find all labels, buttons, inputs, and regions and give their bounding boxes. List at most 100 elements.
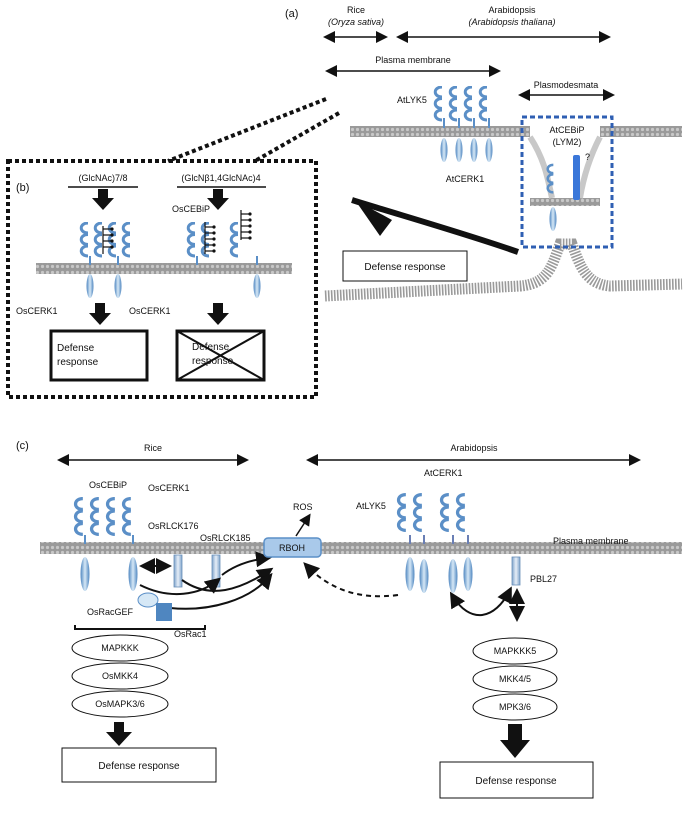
defense-b-right-line2: response [192, 356, 234, 367]
defense-response-a: Defense response [364, 262, 446, 273]
oscebip-label-b: OsCEBiP [172, 204, 210, 214]
defense-response-c-left: Defense response [98, 761, 180, 772]
arab-cascade-label: MKK4/5 [499, 674, 531, 684]
arab-cascade-node [472, 665, 558, 693]
membrane-b [36, 263, 292, 274]
atlyk5-label-a: AtLYK5 [397, 95, 427, 105]
unknown-protein [573, 155, 580, 200]
atcebip-label: AtCEBiP [549, 125, 584, 135]
membrane-c [40, 542, 682, 554]
atcerk1-label-c: AtCERK1 [424, 468, 463, 478]
panel-a: (a) Rice (Oryza sativa) Arabidopsis (Ara… [167, 5, 683, 302]
osracgef-label: OsRacGEF [87, 607, 134, 617]
osrac1-label: OsRac1 [174, 629, 207, 639]
arrow-down-b3 [89, 303, 111, 325]
rice-cascade-node [71, 690, 169, 718]
rice-title: Rice [347, 5, 365, 15]
arrow-down-rice-defense [106, 722, 132, 746]
arabidopsis-mapk-cascade: MAPKKK5 MKK4/5 MPK3/6 [472, 637, 558, 721]
osracgef-protein [137, 592, 159, 608]
membrane-lower [324, 238, 683, 302]
ligand-glcnac-label: (GlcNAc)7/8 [78, 173, 127, 183]
rice-cascade-label: OsMKK4 [102, 671, 138, 681]
panel-b: (b) (GlcNAc)7/8 (GlcNβ1,4GlcNAc)4 OsCEBi… [6, 159, 318, 399]
defense-response-c-right: Defense response [475, 776, 557, 787]
ligand-glcn-label: (GlcNβ1,4GlcNAc)4 [181, 173, 260, 183]
arabidopsis-species: (Arabidopsis thaliana) [468, 17, 555, 27]
panel-a-label: (a) [285, 8, 298, 20]
arab-cascade-label: MAPKKK5 [494, 646, 537, 656]
arabidopsis-label-c: Arabidopsis [450, 443, 498, 453]
panel-b-frame [6, 159, 318, 399]
atcebip-kinase [549, 207, 557, 231]
lym2-label: (LYM2) [553, 137, 582, 147]
defense-box-c-right [439, 761, 594, 799]
receptor-complex-right [186, 210, 261, 298]
arabidopsis-rboh-dashed-arrow [303, 562, 399, 598]
defense-b-left-line2: response [57, 357, 99, 368]
defense-box-b-left [49, 329, 149, 382]
question-mark: ? [585, 152, 590, 162]
rac1-rboh-arrow [169, 572, 273, 610]
defense-box-a [342, 250, 468, 282]
oscerk1-label-b-right: OsCERK1 [129, 306, 171, 316]
arabidopsis-receptor-complex [396, 492, 473, 593]
panel-c-label: (c) [16, 440, 29, 452]
rice-label-c: Rice [144, 443, 162, 453]
pbl27-label: PBL27 [530, 574, 557, 584]
ros-label: ROS [293, 502, 313, 512]
rboh-label: RBOH [279, 543, 305, 553]
defense-b-right-line1: Defense [192, 342, 230, 353]
osrlck176-kinase [173, 554, 183, 588]
rice-species: (Oryza sativa) [328, 17, 384, 27]
ros-arrow [295, 513, 311, 537]
oscerk1-label-b-left: OsCERK1 [16, 306, 58, 316]
membrane-upper-right [600, 126, 682, 137]
receptor-group-a [433, 86, 493, 162]
cerk1-rlck185-arrow [139, 577, 222, 596]
cerk1-pbl27-arrow [449, 586, 512, 616]
plasmodesmata-box [520, 115, 614, 249]
oscebip-label-c: OsCEBiP [89, 480, 127, 490]
rice-cascade-node [71, 634, 169, 662]
defense-box-c-left [61, 747, 217, 783]
zoom-line-left [167, 97, 327, 163]
arrow-down-arab-defense [500, 724, 530, 758]
rice-mapk-cascade: MAPKKK OsMKK4 OsMAPK3/6 [71, 634, 169, 718]
oscerk1-label-c: OsCERK1 [148, 483, 190, 493]
membrane-upper-left [350, 126, 530, 137]
arrow-down-b4 [207, 303, 229, 325]
atlyk5-label-c: AtLYK5 [356, 501, 386, 511]
defense-b-left-line1: Defense [57, 343, 95, 354]
rlck185-rboh-arrow [221, 551, 272, 576]
atcerk1-label-a: AtCERK1 [446, 174, 485, 184]
cross-line-2 [176, 330, 265, 381]
arab-cascade-node [472, 693, 558, 721]
arrow-down-b1 [92, 189, 114, 210]
panel-b-label: (b) [16, 182, 29, 194]
cascade-bracket [74, 625, 206, 630]
signal-arrow-body [351, 197, 520, 255]
membrane-desmotubule [530, 198, 600, 206]
panel-c: (c) Rice Arabidopsis Plasma membrane OsC… [16, 440, 682, 799]
rice-cascade-node [71, 662, 169, 690]
arabidopsis-title: Arabidopsis [488, 5, 536, 15]
signal-arrow-head [355, 200, 392, 236]
receptor-complex-left [79, 222, 132, 298]
rice-cascade-label: OsMAPK3/6 [95, 699, 145, 709]
osrac1-protein [156, 603, 172, 621]
plasma-membrane-label-c: Plasma membrane [553, 536, 629, 546]
arab-cascade-node [472, 637, 558, 665]
plasmodesmata-label: Plasmodesmata [534, 80, 599, 90]
rboh-box [263, 537, 322, 558]
pbl27-kinase [511, 556, 521, 586]
arab-cascade-label: MPK3/6 [499, 702, 531, 712]
osrlck185-label: OsRLCK185 [200, 533, 251, 543]
arrow-down-b2 [207, 189, 229, 210]
rice-cascade-label: MAPKKK [101, 643, 139, 653]
rice-receptor-complex [73, 497, 138, 591]
zoom-line-right [254, 111, 340, 163]
osrlck176-label: OsRLCK176 [148, 521, 199, 531]
plasma-membrane-label-a: Plasma membrane [375, 55, 451, 65]
